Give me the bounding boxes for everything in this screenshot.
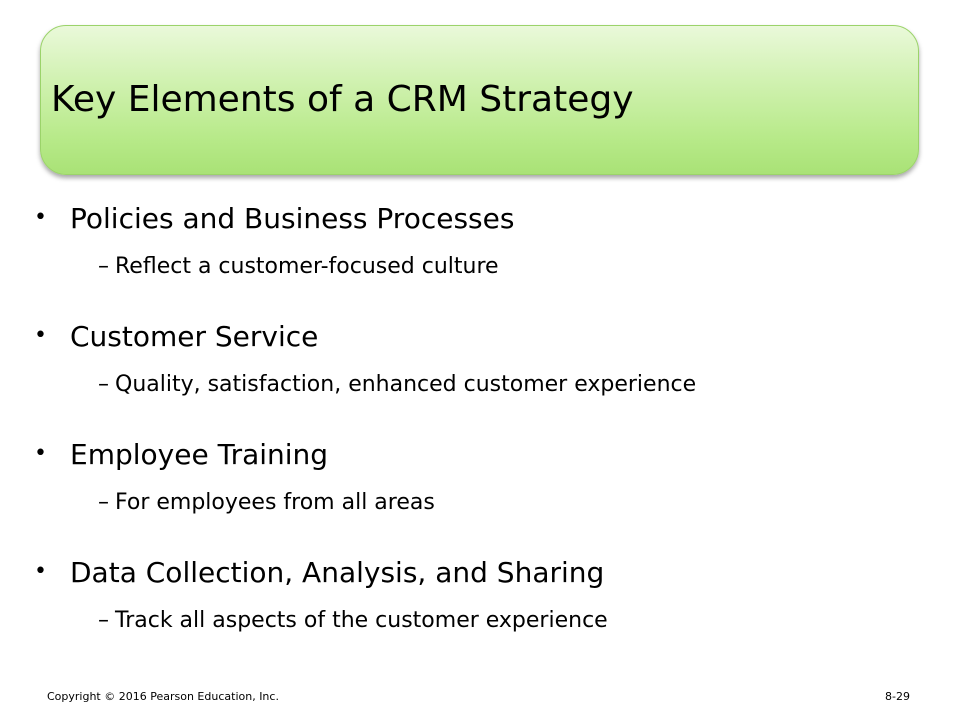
sub-bullet-item: – Track all aspects of the customer expe…: [34, 606, 924, 672]
bullet-text: Customer Service: [70, 320, 319, 353]
bullet-item: • Data Collection, Analysis, and Sharing: [34, 554, 924, 606]
sub-bullet-item: – For employees from all areas: [34, 488, 924, 554]
slide-title: Key Elements of a CRM Strategy: [51, 79, 634, 120]
dash-icon: –: [98, 254, 109, 279]
bullet-text: Data Collection, Analysis, and Sharing: [70, 556, 605, 589]
sub-bullet-text: For employees from all areas: [115, 490, 435, 515]
bullet-dot-icon: •: [34, 205, 47, 230]
bullet-item: • Customer Service: [34, 318, 924, 370]
dash-icon: –: [98, 490, 109, 515]
dash-icon: –: [98, 608, 109, 633]
sub-bullet-item: – Reflect a customer-focused culture: [34, 252, 924, 318]
sub-bullet-text: Quality, satisfaction, enhanced customer…: [115, 372, 697, 397]
sub-bullet-text: Reflect a customer-focused culture: [115, 254, 499, 279]
copyright-notice: Copyright © 2016 Pearson Education, Inc.: [47, 690, 279, 703]
bullet-dot-icon: •: [34, 323, 47, 348]
bullet-text: Policies and Business Processes: [70, 202, 515, 235]
bullet-item: • Policies and Business Processes: [34, 200, 924, 252]
bullet-item: • Employee Training: [34, 436, 924, 488]
dash-icon: –: [98, 372, 109, 397]
slide-number: 8-29: [885, 690, 910, 703]
bullet-dot-icon: •: [34, 559, 47, 584]
sub-bullet-item: – Quality, satisfaction, enhanced custom…: [34, 370, 924, 436]
bullet-dot-icon: •: [34, 441, 47, 466]
sub-bullet-text: Track all aspects of the customer experi…: [115, 608, 608, 633]
bullet-text: Employee Training: [70, 438, 329, 471]
bullet-list: • Policies and Business Processes – Refl…: [34, 200, 924, 672]
title-banner: Key Elements of a CRM Strategy: [40, 25, 919, 175]
